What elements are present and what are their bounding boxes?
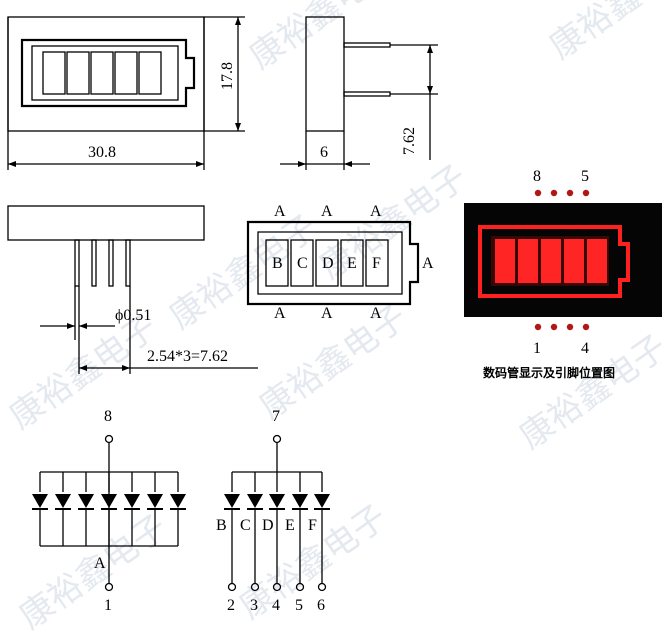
circuit-left: 8 A 1 — [32, 408, 186, 614]
led-diode-1 — [32, 472, 48, 546]
height-dimension: 17.8 — [219, 62, 236, 90]
circuit-right-seg-c: C — [240, 517, 251, 534]
segment-layout: B C D E F A A A A A A A — [246, 203, 434, 322]
circuit-right: 7 B C D E F 2 3 4 5 6 — [216, 408, 330, 614]
width-dimension: 30.8 — [88, 144, 116, 161]
circuit-right-pin-6: 6 — [317, 597, 325, 614]
pin-pitch-dimension: 2.54*3=7.62 — [147, 348, 228, 365]
watermark-9: 康裕鑫电子 — [12, 507, 174, 637]
segment-label-c: C — [297, 255, 308, 272]
led-diode-1 — [224, 472, 240, 592]
led-diode-7 — [170, 472, 186, 546]
circuit-left-node-label: A — [94, 555, 106, 572]
segment-label-d: D — [322, 255, 334, 272]
led-diode-5 — [314, 472, 330, 592]
anode-label-bottom-1: A — [274, 305, 286, 322]
anode-label-right: A — [422, 255, 434, 272]
anode-label-top-2: A — [321, 203, 333, 220]
circuit-right-pin-3: 3 — [250, 597, 258, 614]
circuit-left-bottom-pin: 1 — [104, 597, 112, 614]
led-diodes-right — [224, 472, 330, 592]
led-diode-2 — [55, 472, 71, 546]
led-diode-4 — [292, 472, 308, 592]
led-diodes-left — [32, 472, 186, 546]
led-diode-4 — [101, 472, 117, 546]
anode-label-top-3: A — [370, 203, 382, 220]
photo-pin-8: 8 — [533, 168, 541, 185]
led-diode-2 — [247, 472, 263, 592]
led-diode-5 — [124, 472, 140, 546]
photo-pin-4: 4 — [581, 340, 589, 357]
circuit-right-top-pin: 7 — [272, 408, 280, 425]
anode-label-bottom-2: A — [321, 305, 333, 322]
pin-diameter-dimension: ϕ0.51 — [115, 307, 151, 324]
circuit-right-seg-e: E — [285, 517, 295, 534]
led-diode-6 — [147, 472, 163, 546]
battery-outline — [20, 38, 196, 108]
anode-label-bottom-3: A — [370, 305, 382, 322]
segment-label-e: E — [347, 255, 357, 272]
pin-spacing-dimension: 7.62 — [401, 127, 418, 155]
circuit-left-top-pin: 8 — [104, 408, 112, 425]
display-photo: 8 5 1 4 数码管显示及引脚位置图 — [464, 168, 662, 380]
circuit-right-pin-2: 2 — [227, 597, 235, 614]
circuit-right-pin-5: 5 — [295, 597, 303, 614]
photo-pin-1: 1 — [533, 340, 541, 357]
circuit-right-seg-d: D — [262, 517, 274, 534]
watermark-2: 康裕鑫电子 — [542, 0, 666, 67]
led-diode-3 — [78, 472, 94, 546]
watermark-1: 康裕鑫电子 — [242, 0, 404, 77]
photo-caption: 数码管显示及引脚位置图 — [483, 365, 615, 380]
side-view: 7.62 6 — [280, 16, 438, 170]
depth-dimension: 6 — [320, 144, 328, 161]
segment-label-f: F — [372, 255, 381, 272]
segment-label-b: B — [272, 255, 283, 272]
photo-pin-5: 5 — [581, 168, 589, 185]
anode-label-top-1: A — [274, 203, 286, 220]
watermark-3: 康裕鑫电子 — [162, 207, 324, 337]
circuit-right-seg-f: F — [308, 517, 317, 534]
circuit-right-pin-4: 4 — [272, 597, 280, 614]
front-view: 17.8 30.8 — [7, 16, 245, 170]
led-diode-3 — [269, 472, 285, 592]
bottom-view: ϕ0.51 2.54*3=7.62 — [7, 205, 258, 374]
circuit-right-seg-b: B — [216, 517, 227, 534]
